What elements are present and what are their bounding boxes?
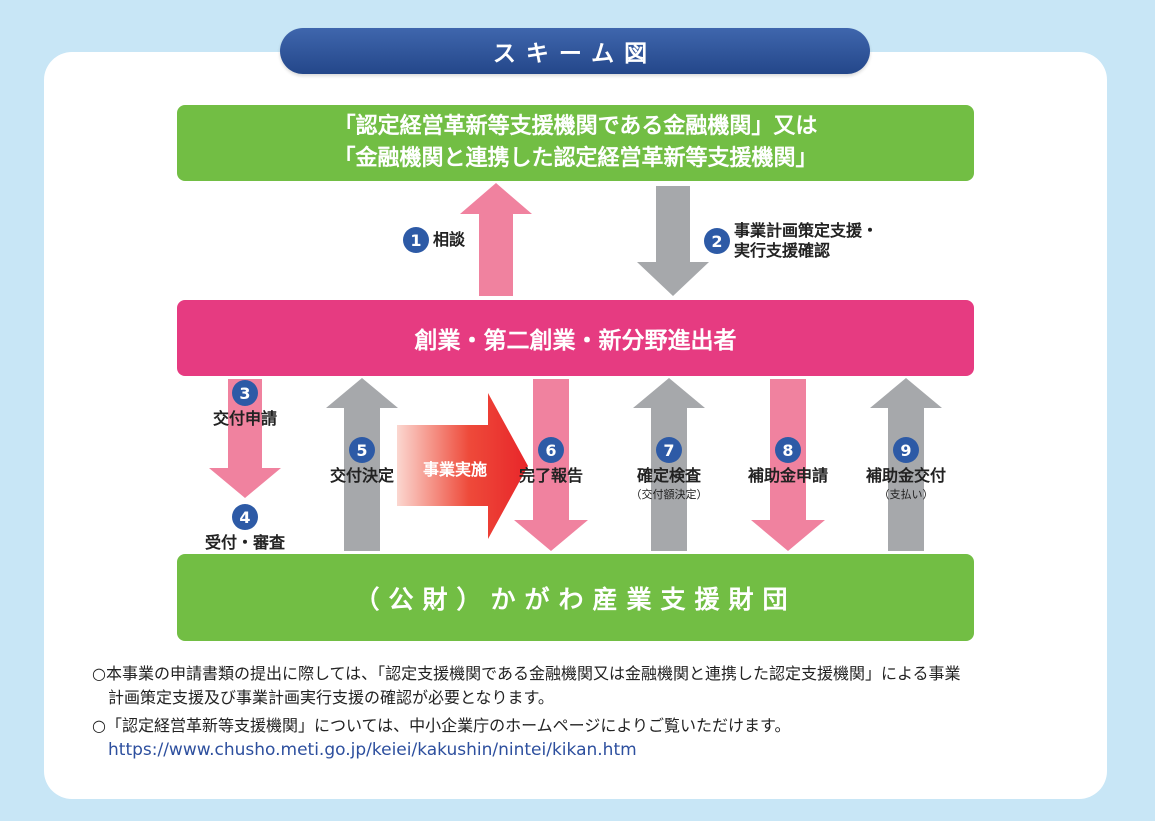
arrow-9-subsidy-payment: [870, 378, 942, 551]
step-9-number: 9: [893, 437, 919, 463]
step-1-label: 相談: [433, 230, 466, 249]
step-5-number: 5: [349, 437, 375, 463]
support-institution-line1: 「認定経営革新等支援機関である金融機関」又は: [333, 114, 818, 139]
step-3: 3 交付申請: [205, 380, 285, 429]
support-institution-box: 「認定経営革新等支援機関である金融機関」又は 「金融機関と連携した認定経営革新等…: [177, 105, 974, 181]
step-7: 7 確定検査 （交付額決定）: [624, 437, 714, 502]
step-9-sublabel: （支払い）: [878, 488, 934, 501]
step-8-number: 8: [775, 437, 801, 463]
step-5: 5 交付決定: [322, 437, 402, 486]
note-1-line2: 計画策定支援及び事業計画実行支援の確認が必要となります。: [108, 688, 554, 707]
arrow-1-consult: [460, 183, 532, 296]
note-2: ○「認定経営革新等支援機関」については、中小企業庁のホームページによりご覧いただ…: [92, 714, 961, 762]
step-4-number: 4: [232, 504, 258, 530]
note-2-line1: ○「認定経営革新等支援機関」については、中小企業庁のホームページによりご覧いただ…: [92, 716, 791, 735]
arrow-5-decision: [326, 378, 398, 551]
step-2: 2 事業計画策定支援・ 実行支援確認: [704, 221, 878, 261]
step-7-sublabel: （交付額決定）: [630, 488, 708, 501]
step-7-number: 7: [656, 437, 682, 463]
step-1: 1 相談: [403, 227, 465, 253]
step-5-label: 交付決定: [329, 466, 394, 485]
applicant-box: 創業・第二創業・新分野進出者: [177, 300, 974, 376]
note-1: ○本事業の申請書類の提出に際しては、「認定支援機関である金融機関又は金融機関と連…: [92, 662, 961, 710]
step-8-label: 補助金申請: [747, 466, 828, 485]
diagram-title: スキーム図: [280, 28, 870, 74]
step-6: 6 完了報告: [511, 437, 591, 486]
implementation-label: 事業実施: [422, 460, 487, 479]
arrow-implementation: [397, 393, 528, 539]
kakushin-url-link[interactable]: https://www.chusho.meti.go.jp/keiei/kaku…: [108, 740, 637, 760]
step-9-label: 補助金交付: [865, 466, 946, 485]
step-3-number: 3: [232, 380, 258, 406]
foundation-box: （公財）かがわ産業支援財団: [177, 554, 974, 641]
step-6-label: 完了報告: [518, 466, 583, 485]
arrow-8-subsidy-request: [751, 379, 825, 551]
step-4: 4 受付・審査: [200, 504, 290, 553]
arrow-6-completion: [514, 379, 588, 551]
step-2-label-line1: 事業計画策定支援・: [734, 221, 879, 240]
arrow-3-4-application: [209, 379, 281, 498]
note-1-line1: ○本事業の申請書類の提出に際しては、「認定支援機関である金融機関又は金融機関と連…: [92, 664, 961, 683]
support-institution-line2: 「金融機関と連携した認定経営革新等支援機関」: [333, 146, 818, 171]
notes: ○本事業の申請書類の提出に際しては、「認定支援機関である金融機関又は金融機関と連…: [92, 662, 961, 766]
step-8: 8 補助金申請: [738, 437, 838, 486]
step-3-label: 交付申請: [212, 409, 277, 428]
step-6-number: 6: [538, 437, 564, 463]
step-1-number: 1: [403, 227, 429, 253]
step-4-label: 受付・審査: [204, 533, 285, 552]
arrow-7-inspection: [633, 378, 705, 551]
step-7-label: 確定検査: [636, 466, 701, 485]
step-2-number: 2: [704, 228, 730, 254]
arrow-2-support: [637, 186, 709, 296]
step-9: 9 補助金交付 （支払い）: [856, 437, 956, 502]
step-2-label-line2: 実行支援確認: [734, 241, 831, 260]
